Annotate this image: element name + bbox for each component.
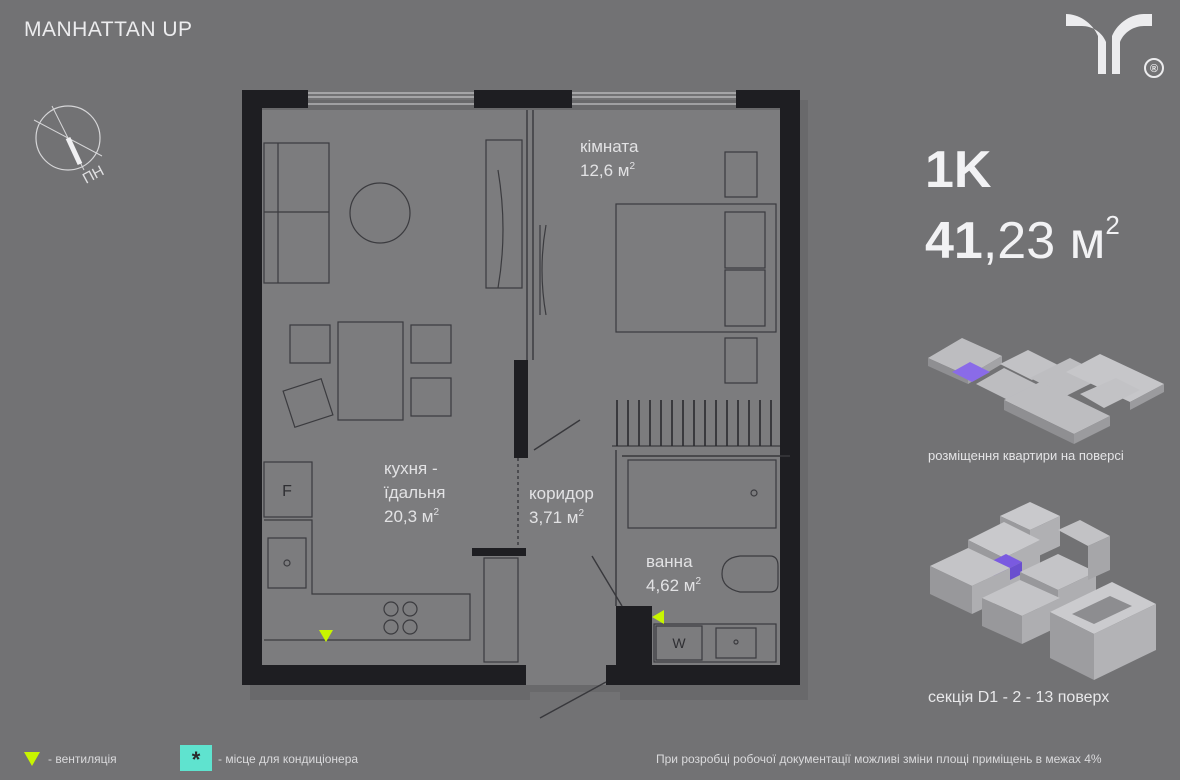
wardrobe: [483, 557, 519, 663]
room-name-living: кімната: [580, 137, 639, 156]
fridge-label: F: [282, 483, 292, 500]
sofa: [263, 142, 330, 284]
wardrobe-hangers: [616, 400, 772, 446]
section-caption: секція D1 - 2 - 13 поверх: [928, 689, 1110, 706]
unit-area-sup: 2: [1105, 210, 1120, 240]
tv-stand: [485, 139, 523, 289]
legend-ventilation: - вентиляція: [48, 752, 117, 766]
legend-ac: - місце для кондиціонера: [218, 752, 359, 766]
bedroom-furniture: [539, 151, 780, 447]
vent-marker-bath: [652, 610, 664, 624]
vent-marker-kitchen: [319, 630, 333, 642]
brand-y-logo-icon: ®: [1066, 14, 1164, 78]
dining-table: [337, 321, 404, 421]
kitchen-furniture: [263, 139, 523, 663]
walls: [242, 90, 800, 685]
section-3d-model: [930, 502, 1156, 680]
fridge: [263, 461, 313, 518]
keyplan-caption: розміщення квартири на поверсі: [928, 448, 1124, 463]
keyplan-highlight: [952, 362, 990, 382]
floor-keyplan: [928, 338, 1164, 444]
room-area-living: 12,6 м2: [580, 161, 636, 180]
unit-area: 41,23 м2: [925, 210, 1120, 271]
room-area-bath: 4,62 м2: [646, 576, 702, 595]
room-area-kitchen: 20,3 м2: [384, 507, 440, 526]
room-name-bath: ванна: [646, 552, 693, 571]
unit-area-dec: ,23 м: [982, 212, 1106, 270]
unit-type: 1K: [925, 141, 992, 199]
registered-mark: ®: [1150, 63, 1158, 75]
legend-vent-marker: [24, 752, 40, 766]
washer-label: W: [672, 635, 686, 651]
room-name-kitchen-1: кухня -: [384, 459, 438, 478]
brand-title: MANHATTAN UP: [24, 18, 193, 41]
room-area-corridor: 3,71 м2: [529, 508, 585, 527]
bed: [615, 203, 777, 333]
room-name-kitchen-2: їдальня: [383, 483, 445, 502]
bathtub: [627, 459, 777, 529]
room-name-corridor: коридор: [529, 484, 594, 503]
bath-sink: [715, 627, 757, 659]
compass-icon: ПН: [33, 105, 107, 188]
disclaimer: При розробці робочої документації можлив…: [656, 752, 1102, 766]
bathroom-fixtures: [627, 459, 779, 663]
toilet: [721, 555, 779, 593]
sink: [267, 537, 307, 589]
unit-area-int: 41: [925, 212, 983, 270]
washer: [655, 625, 703, 661]
interior-walls: [517, 110, 790, 719]
round-table: [349, 182, 411, 244]
legend-ac-marker: *: [180, 745, 212, 772]
windows: [308, 92, 736, 105]
